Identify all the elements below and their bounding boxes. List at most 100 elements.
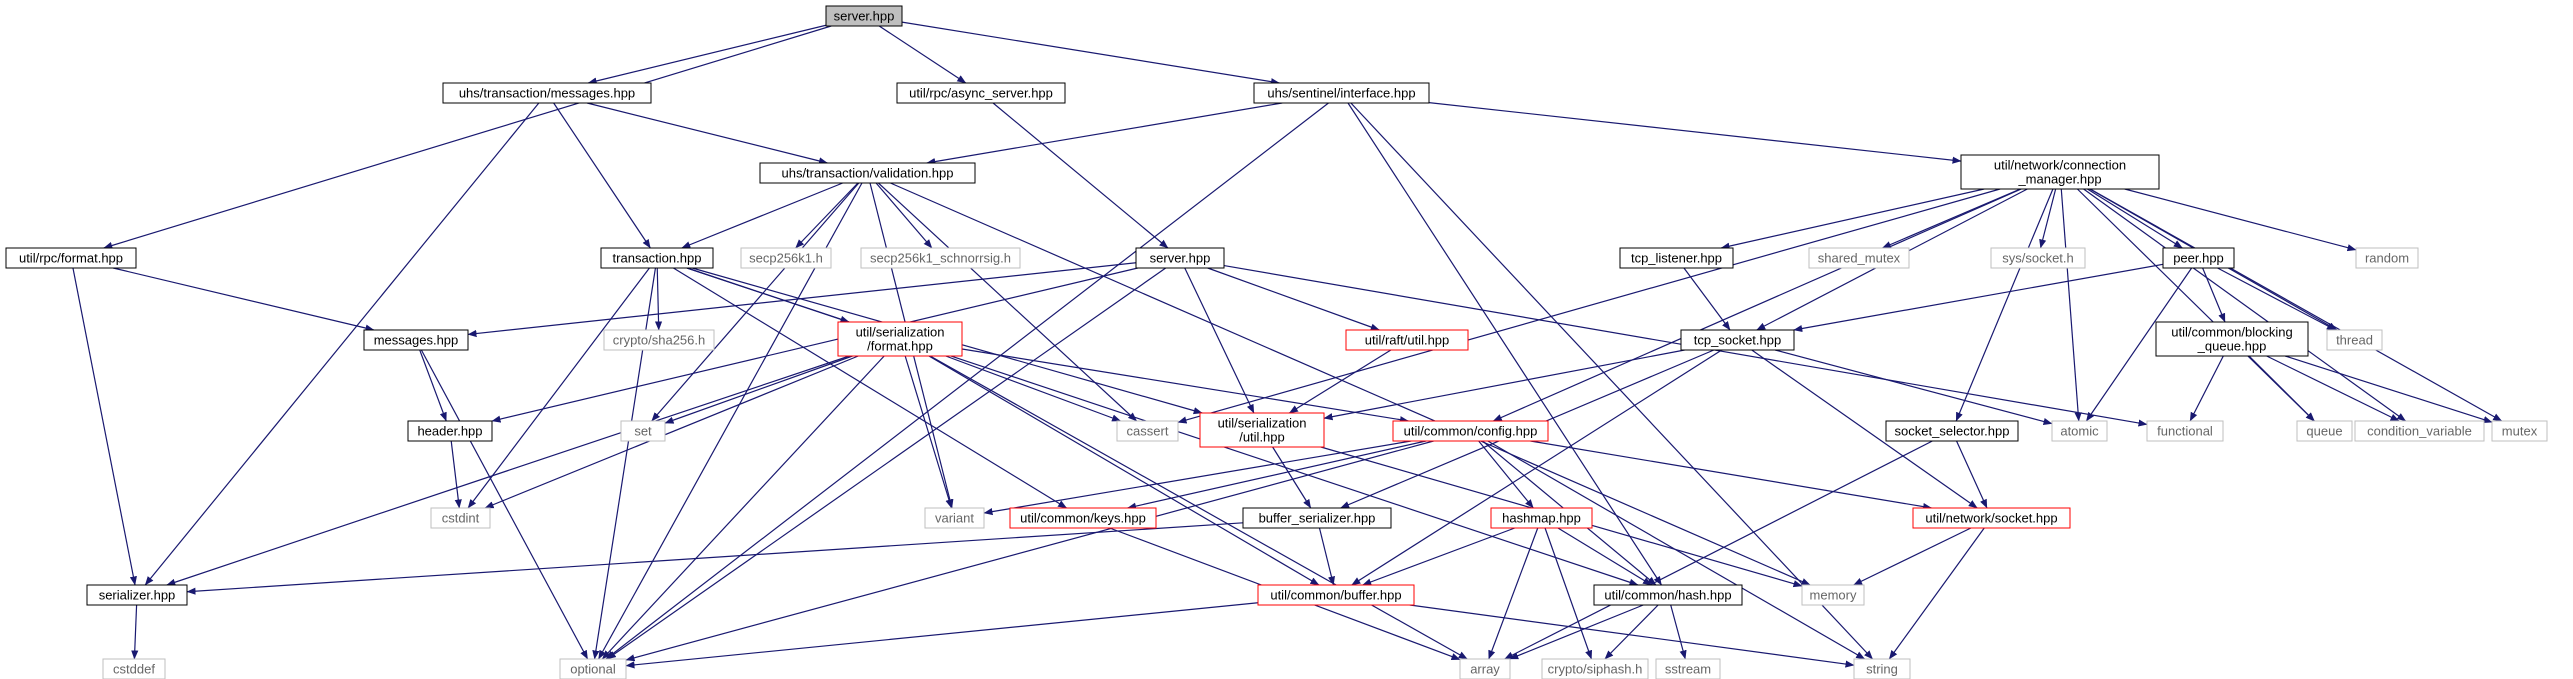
edge-peer-to-thread: [2217, 267, 2336, 331]
node-peer[interactable]: peer.hpp: [2162, 247, 2235, 269]
node-label: condition_variable: [2367, 424, 2472, 439]
node-box: [407, 420, 493, 442]
edge-server_hpp_root-to-async_server: [878, 25, 967, 84]
node-transaction[interactable]: transaction.hpp: [600, 247, 714, 269]
node-box: [1257, 584, 1415, 606]
node-serializer[interactable]: serializer.hpp: [86, 584, 188, 606]
edge-rpc_format-to-messages: [112, 267, 375, 332]
node-set: set: [620, 420, 666, 442]
node-functional: functional: [2146, 420, 2224, 442]
node-tcp_socket[interactable]: tcp_socket.hpp: [1680, 329, 1795, 351]
edge-transaction-to-crypto_sha: [654, 267, 663, 331]
node-label: set: [634, 424, 652, 439]
node-box: [1593, 584, 1743, 606]
node-optional: optional: [559, 658, 627, 679]
node-ser_format[interactable]: util/serialization/format.hpp: [837, 321, 963, 357]
edge-peer-to-blocking_queue: [2202, 267, 2226, 323]
edge-server2-to-ser_util: [1184, 267, 1255, 414]
node-box: [1199, 412, 1325, 448]
node-keys[interactable]: util/common/keys.hpp: [1009, 507, 1157, 529]
node-label: server.hpp: [1150, 251, 1211, 266]
node-label: secp256k1_schnorrsig.h: [870, 251, 1011, 266]
edge-server_hpp_root-to-sentinel: [901, 21, 1280, 86]
edge-validation-to-secp256k1: [795, 182, 859, 249]
node-config[interactable]: util/common/config.hpp: [1392, 420, 1549, 442]
node-blocking_queue[interactable]: util/common/blocking_queue.hpp: [2155, 321, 2309, 357]
node-array: array: [1459, 658, 1511, 679]
node-label: util/rpc/format.hpp: [19, 251, 123, 266]
node-label: sstream: [1665, 662, 1711, 677]
edge-blocking_queue-to-cond_var: [2266, 355, 2400, 422]
node-header[interactable]: header.hpp: [407, 420, 493, 442]
node-label: util/common/keys.hpp: [1020, 511, 1146, 526]
node-box: [759, 162, 976, 184]
node-tcp_listener[interactable]: tcp_listener.hpp: [1619, 247, 1734, 269]
node-label: /format.hpp: [867, 339, 933, 354]
edge-server2-to-header: [491, 267, 1138, 423]
node-label: functional: [2157, 424, 2213, 439]
edge-ser_format-to-cassert: [945, 355, 1122, 422]
node-buffer_ser[interactable]: buffer_serializer.hpp: [1242, 507, 1392, 529]
node-memory: memory: [1801, 584, 1865, 606]
node-buffer[interactable]: util/common/buffer.hpp: [1257, 584, 1415, 606]
edge-net_socket-to-string: [1888, 527, 1985, 660]
edge-config-to-optional: [625, 440, 1434, 662]
edge-blocking_queue-to-queue: [2248, 355, 2315, 422]
node-net_socket[interactable]: util/network/socket.hpp: [1912, 507, 2071, 529]
node-sstream: sstream: [1655, 658, 1721, 679]
node-cstddef: cstddef: [102, 658, 166, 679]
node-label: thread: [2336, 333, 2373, 348]
node-label: queue: [2306, 424, 2342, 439]
node-label: uhs/transaction/validation.hpp: [781, 166, 953, 181]
node-box: [603, 329, 715, 351]
edge-validation-to-set: [651, 182, 860, 422]
edge-ser_format-to-cstdint: [484, 355, 859, 509]
node-label: util/raft/util.hpp: [1365, 333, 1450, 348]
edge-sentinel-to-conn_mgr: [1428, 102, 1962, 164]
node-label: _manager.hpp: [2017, 172, 2101, 187]
edge-transaction-to-cstdint: [467, 267, 650, 509]
edge-validation-to-transaction: [681, 182, 843, 249]
node-server_hpp_root[interactable]: server.hpp: [825, 5, 903, 27]
node-label: peer.hpp: [2173, 251, 2224, 266]
node-conn_mgr[interactable]: util/network/connection_manager.hpp: [1960, 154, 2160, 190]
node-rpc_format[interactable]: util/rpc/format.hpp: [5, 247, 137, 269]
node-schnorr: secp256k1_schnorrsig.h: [860, 247, 1021, 269]
edge-conn_mgr-to-cond_var: [2083, 188, 2406, 422]
node-tx_messages[interactable]: uhs/transaction/messages.hpp: [442, 82, 652, 104]
edge-sentinel-to-validation: [926, 102, 1283, 166]
node-box: [1490, 507, 1593, 529]
node-hashmap[interactable]: hashmap.hpp: [1490, 507, 1593, 529]
node-label: uhs/sentinel/interface.hpp: [1267, 86, 1415, 101]
node-label: serializer.hpp: [99, 588, 176, 603]
node-box: [620, 420, 666, 442]
node-hash[interactable]: util/common/hash.hpp: [1593, 584, 1743, 606]
node-sentinel[interactable]: uhs/sentinel/interface.hpp: [1253, 82, 1430, 104]
node-ser_util[interactable]: util/serialization/util.hpp: [1199, 412, 1325, 448]
node-box: [837, 321, 963, 357]
node-label: util/network/socket.hpp: [1925, 511, 2057, 526]
node-label: tcp_listener.hpp: [1631, 251, 1722, 266]
node-validation[interactable]: uhs/transaction/validation.hpp: [759, 162, 976, 184]
edge-server_hpp_root-to-tx_messages: [587, 24, 827, 85]
node-shared_mutex: shared_mutex: [1808, 247, 1910, 269]
edge-hashmap-to-array: [1488, 527, 1539, 660]
node-label: optional: [570, 662, 616, 677]
edge-tcp_socket-to-buffer: [1351, 349, 1723, 586]
node-mutex: mutex: [2491, 420, 2548, 442]
node-socket_selector[interactable]: socket_selector.hpp: [1885, 420, 2019, 442]
node-server2[interactable]: server.hpp: [1135, 247, 1225, 269]
node-label: /util.hpp: [1239, 430, 1285, 445]
node-async_server[interactable]: util/rpc/async_server.hpp: [896, 82, 1066, 104]
edge-validation-to-schnorr: [875, 182, 933, 249]
node-label: variant: [935, 511, 974, 526]
node-crypto_sha: crypto/sha256.h: [603, 329, 715, 351]
edge-hash-to-siphash: [1604, 604, 1659, 660]
node-box: [825, 5, 903, 27]
edge-ser_format-to-set: [664, 355, 853, 424]
node-messages[interactable]: messages.hpp: [363, 329, 469, 351]
node-box: [1885, 420, 2019, 442]
node-box: [1541, 658, 1649, 679]
node-box: [2146, 420, 2224, 442]
node-raft_util[interactable]: util/raft/util.hpp: [1345, 329, 1469, 351]
